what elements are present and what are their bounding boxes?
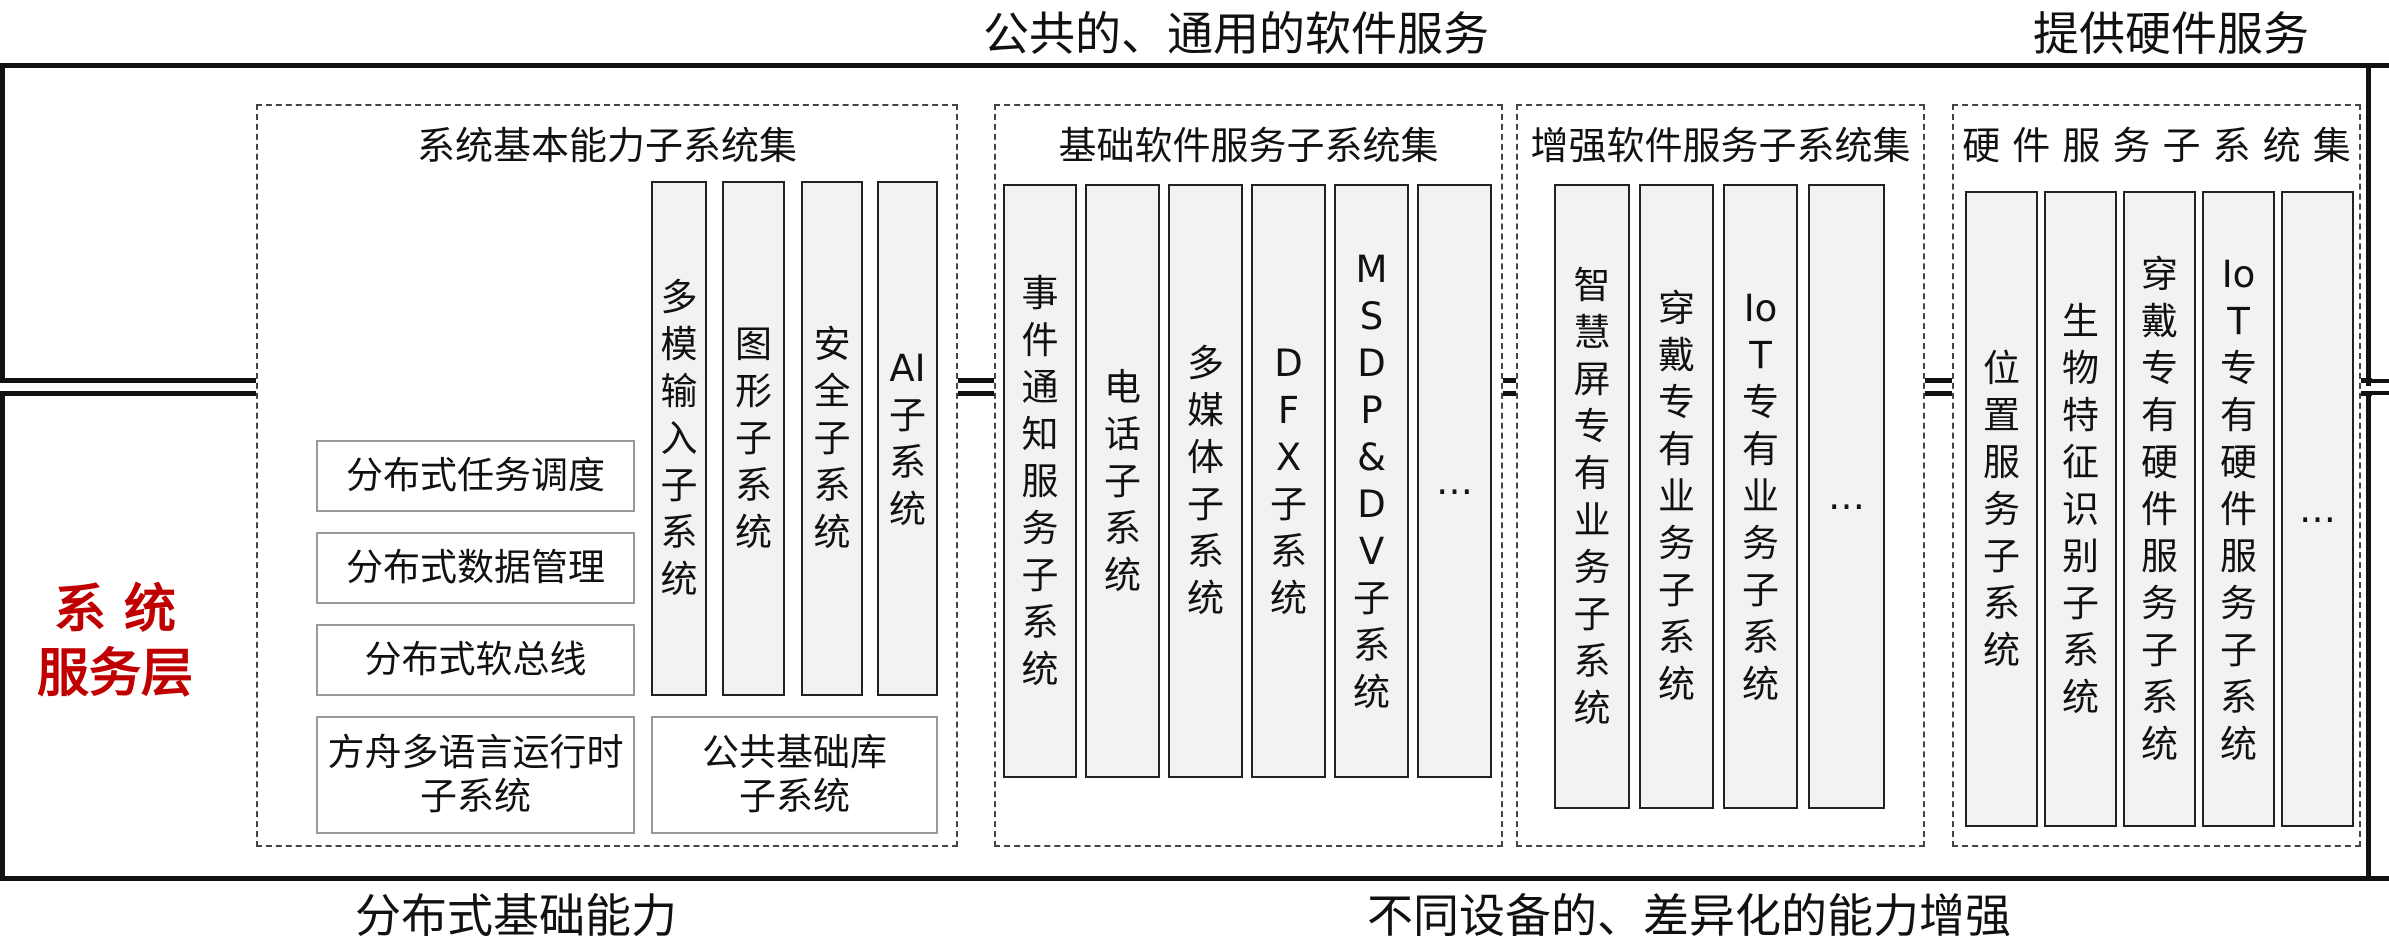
col-label: DFX子系统 — [1270, 342, 1307, 620]
col-smart-screen[interactable]: 智慧屏专有业务子系统 — [1554, 184, 1630, 809]
label-hardware-services: 提供硬件服务 — [2033, 7, 2309, 61]
col-biometrics[interactable]: 生物特征识别子系统 — [2044, 191, 2117, 827]
label-common-software-services: 公共的、通用的软件服务 — [983, 7, 1489, 61]
box-ark-multilang-runtime[interactable]: 方舟多语言运行时 子系统 — [316, 716, 635, 834]
col-base-sw-more[interactable]: … — [1417, 184, 1492, 778]
col-label: IoT专有业务子系统 — [1742, 287, 1779, 706]
col-msdp-dv[interactable]: MSDP&DV子系统 — [1334, 184, 1409, 778]
col-event-notification[interactable]: 事件通知服务子系统 — [1003, 184, 1077, 778]
col-label: 穿戴专有硬件服务子系统 — [2141, 252, 2178, 766]
col-enh-sw-more[interactable]: … — [1808, 184, 1885, 809]
box-label: 分布式软总线 — [364, 638, 587, 681]
col-label: AI子系统 — [889, 346, 926, 531]
box-label: 方舟多语言运行时 子系统 — [327, 731, 624, 818]
group-enhanced-software-services-title: 增强软件服务子系统集 — [1530, 124, 1911, 168]
col-label: 位置服务子系统 — [1983, 346, 2020, 672]
col-label: MSDP&DV子系统 — [1353, 248, 1390, 714]
group-base-software-services-title: 基础软件服务子系统集 — [1058, 124, 1439, 168]
box-label: 公共基础库 子系统 — [702, 731, 887, 818]
col-label: 多媒体子系统 — [1187, 342, 1224, 620]
col-multimodal-input[interactable]: 多模输入子系统 — [651, 181, 707, 696]
box-distributed-task-scheduling[interactable]: 分布式任务调度 — [316, 440, 635, 512]
col-ai[interactable]: AI子系统 — [877, 181, 938, 696]
col-label: … — [2299, 487, 2336, 531]
col-hw-more[interactable]: … — [2281, 191, 2354, 827]
col-iot[interactable]: IoT专有业务子系统 — [1723, 184, 1798, 809]
col-telephony[interactable]: 电话子系统 — [1085, 184, 1160, 778]
group-hardware-services-title: 硬 件 服 务 子 系 统 集 — [1962, 124, 2351, 168]
box-label: 分布式任务调度 — [346, 454, 605, 497]
col-label: IoT专有硬件服务子系统 — [2220, 252, 2257, 766]
label-distributed-capabilities: 分布式基础能力 — [355, 889, 677, 943]
col-wearable[interactable]: 穿戴专有业务子系统 — [1639, 184, 1714, 809]
col-label: 电话子系统 — [1104, 365, 1141, 597]
group-basic-capabilities-title: 系统基本能力子系统集 — [416, 124, 797, 168]
col-iot-hardware[interactable]: IoT专有硬件服务子系统 — [2202, 191, 2275, 827]
col-label: 图形子系统 — [735, 323, 772, 554]
layer-label-system-service: 系 统 服务层 — [36, 580, 193, 704]
col-dfx[interactable]: DFX子系统 — [1251, 184, 1326, 778]
col-graphics[interactable]: 图形子系统 — [722, 181, 785, 696]
col-security[interactable]: 安全子系统 — [801, 181, 863, 696]
box-distributed-data-management[interactable]: 分布式数据管理 — [316, 532, 635, 604]
col-label: … — [1436, 459, 1473, 503]
label-differentiated-enhancements: 不同设备的、差异化的能力增强 — [1367, 889, 2011, 943]
col-label: 智慧屏专有业务子系统 — [1573, 263, 1611, 730]
box-common-base-library[interactable]: 公共基础库 子系统 — [651, 716, 938, 834]
col-wearable-hardware[interactable]: 穿戴专有硬件服务子系统 — [2123, 191, 2196, 827]
col-label: 多模输入子系统 — [660, 276, 698, 601]
col-label: 生物特征识别子系统 — [2062, 299, 2099, 719]
col-label: 事件通知服务子系统 — [1021, 271, 1059, 691]
col-location[interactable]: 位置服务子系统 — [1965, 191, 2038, 827]
box-distributed-soft-bus[interactable]: 分布式软总线 — [316, 624, 635, 696]
col-label: … — [1828, 475, 1865, 518]
col-label: 穿戴专有业务子系统 — [1658, 287, 1695, 706]
col-multimedia[interactable]: 多媒体子系统 — [1168, 184, 1243, 778]
box-label: 分布式数据管理 — [346, 546, 605, 589]
col-label: 安全子系统 — [813, 323, 851, 554]
